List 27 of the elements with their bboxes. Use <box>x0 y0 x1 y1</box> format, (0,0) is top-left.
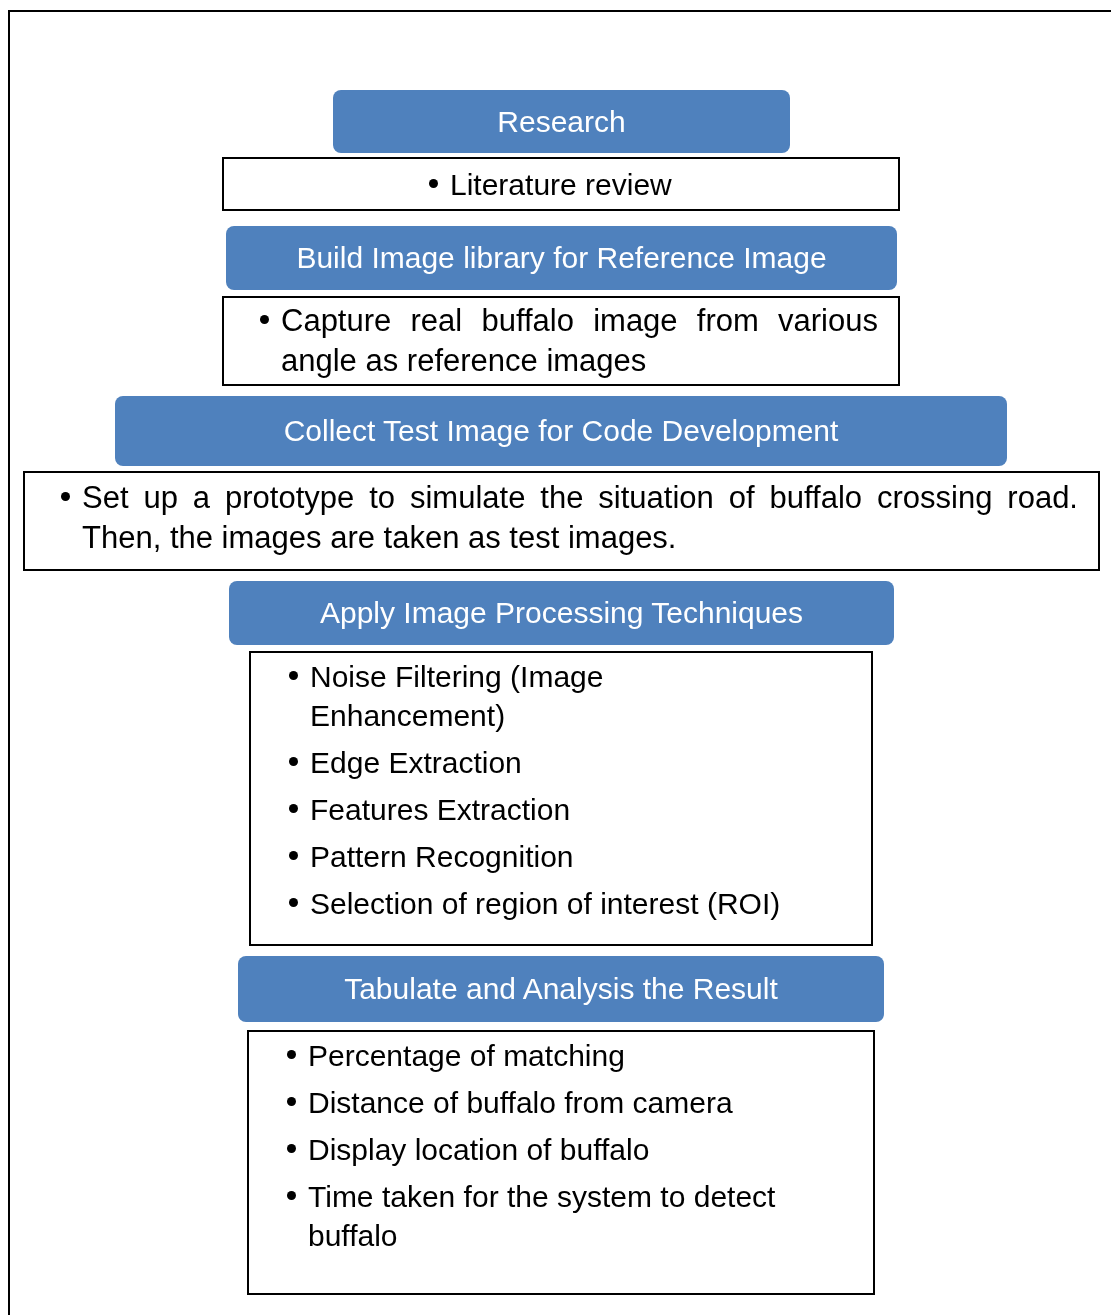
bullet-text: Capture real buffalo image from various angle as reference images <box>281 302 878 381</box>
step-header <box>229 581 894 645</box>
bullet-text: Features Extraction <box>310 792 572 828</box>
step-header <box>238 956 884 1022</box>
step-header <box>115 396 1007 466</box>
bullet-text: Noise Filtering (Image Enhancement) <box>310 659 605 734</box>
detail-box <box>23 471 1100 571</box>
bullet-text: Literature review <box>450 167 673 203</box>
bullet-text: Selection of region of interest (ROI) <box>310 886 782 922</box>
bullet-text: Percentage of matching <box>308 1038 626 1074</box>
bullet-text: Set up a prototype to simulate the situation of buffalo crossing road. Then, the images are taken as test images. <box>82 479 1078 558</box>
step-title: Research <box>497 104 626 139</box>
step-title: Tabulate and Analysis the Result <box>344 972 778 1006</box>
step-title: Build Image library for Reference Image <box>296 241 827 275</box>
step-header <box>226 226 897 290</box>
detail-box <box>247 1030 875 1295</box>
detail-box <box>222 157 900 211</box>
bullet-text: Display location of buffalo <box>308 1132 651 1168</box>
bullet-text: Pattern Recognition <box>310 839 575 875</box>
step-header <box>333 90 790 153</box>
step-title: Apply Image Processing Techniques <box>319 596 804 630</box>
bullet-text: Edge Extraction <box>310 745 523 781</box>
step-title: Collect Test Image for Code Development <box>283 414 839 448</box>
bullet-text: Distance of buffalo from camera <box>308 1085 734 1121</box>
detail-box <box>222 296 900 386</box>
bullet-text: Time taken for the system to detect buffalo <box>308 1179 777 1254</box>
detail-box <box>249 651 873 946</box>
